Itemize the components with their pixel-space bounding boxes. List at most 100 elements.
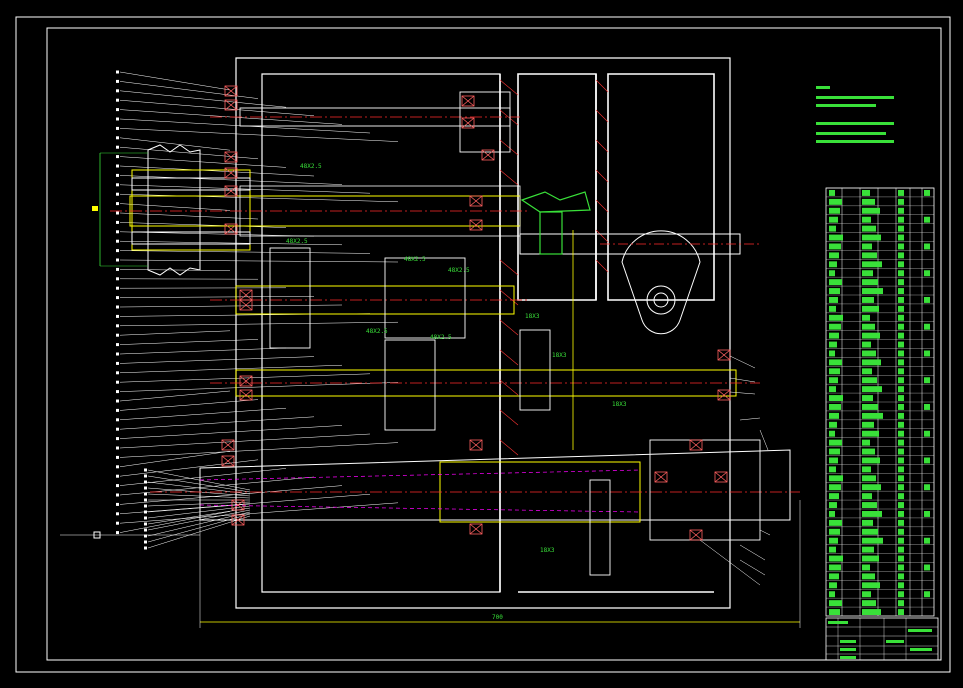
parts-cell-fill [898, 207, 904, 214]
leader-line [119, 240, 343, 246]
balloon-tick [116, 173, 119, 177]
leader-line [147, 513, 251, 543]
dim-label-9: 18X3 [612, 401, 627, 408]
balloon-tick [144, 528, 147, 532]
balloon-tick [116, 455, 119, 459]
bearing-symbol [231, 514, 245, 526]
balloon-tick [116, 380, 119, 384]
leader-line [119, 175, 343, 185]
parts-cell-fill [862, 609, 881, 615]
parts-cell-fill [862, 216, 871, 223]
parts-cell-fill [829, 270, 835, 277]
balloon-tick [116, 343, 119, 347]
leader-line [119, 433, 371, 449]
parts-cell-fill [829, 386, 836, 393]
balloon-tick [144, 504, 147, 508]
parts-cell-fill [862, 591, 871, 598]
parts-cell-fill [924, 537, 930, 544]
bearing-symbol [224, 99, 238, 111]
parts-cell-fill [829, 314, 843, 321]
balloon-tick [116, 108, 119, 112]
parts-cell-fill [898, 368, 904, 375]
parts-cell-fill [898, 261, 904, 268]
parts-cell-fill [829, 190, 835, 196]
balloon-tick [116, 399, 119, 403]
balloon-tick [116, 79, 119, 83]
parts-cell-fill [862, 350, 876, 357]
parts-cell-fill [862, 457, 880, 464]
balloon-tick [116, 183, 119, 187]
leader-line [147, 503, 251, 513]
bearing-symbol [221, 455, 235, 467]
bearing-symbol [461, 95, 475, 107]
title-block-text-fill [840, 648, 856, 651]
dimension-labels: 48X2.5 48X2.5 48X2.5 48X2.5 48X2.5 48X2.… [286, 163, 627, 554]
parts-cell-fill [862, 225, 876, 232]
parts-cell-fill [829, 198, 842, 205]
shaft-two [210, 247, 530, 349]
parts-cell-fill [862, 582, 880, 589]
parts-cell-fill [924, 591, 930, 598]
parts-cell-fill [829, 475, 843, 482]
parts-cell-fill [829, 234, 843, 241]
leader-line [119, 259, 399, 263]
leader-line [119, 99, 315, 117]
worm-sector [519, 230, 760, 335]
balloon-tick [116, 531, 119, 535]
parts-cell-fill [898, 439, 904, 446]
parts-cell-fill [924, 190, 930, 196]
parts-cell-fill [862, 528, 878, 535]
balloon-tick [144, 534, 147, 538]
leader-line [119, 321, 399, 327]
parts-cell-fill [829, 216, 838, 223]
title-block-text-fill [910, 648, 932, 651]
parts-cell-fill [829, 261, 837, 268]
leader-line [119, 347, 287, 355]
balloon-tick [144, 522, 147, 526]
parts-cell-fill [898, 573, 904, 580]
bearing-symbol [689, 439, 703, 451]
bearing-symbol [224, 167, 238, 179]
parts-cell-fill [862, 546, 874, 553]
parts-cell-fill [862, 368, 872, 375]
parts-cell-fill [924, 430, 930, 437]
balloon-tick [144, 510, 147, 514]
parts-cell-fill [862, 519, 873, 526]
parts-list-table [825, 187, 935, 617]
leader-line [147, 475, 251, 493]
parts-cell-fill [898, 591, 904, 598]
dim-label-7: 18X3 [525, 313, 540, 320]
parts-cell-fill [829, 288, 840, 294]
title-block-text-fill [886, 640, 904, 643]
parts-cell-fill [924, 404, 930, 410]
parts-cell-fill [898, 582, 904, 589]
parts-cell-fill [829, 573, 839, 580]
parts-cell-fill [829, 252, 839, 259]
parts-cell-fill [898, 341, 904, 348]
bearing-symbol [221, 439, 235, 451]
bearing-symbol [231, 499, 245, 511]
parts-cell-fill [829, 297, 838, 303]
parts-cell-fill [862, 600, 876, 607]
parts-cell-fill [829, 279, 842, 286]
parts-cell-fill [924, 350, 930, 357]
parts-cell-fill [829, 341, 837, 348]
parts-cell-fill [862, 234, 881, 241]
parts-cell-fill [829, 546, 836, 553]
leader-line [119, 485, 343, 505]
parts-cell-fill [898, 216, 904, 223]
parts-cell-fill [898, 528, 904, 535]
parts-cell-fill [898, 546, 904, 553]
parts-cell-fill [862, 252, 877, 259]
dim-label-2: 48X2.5 [404, 256, 426, 263]
leader-line [147, 515, 251, 549]
parts-cell-fill [862, 404, 878, 410]
parts-cell-fill [862, 323, 875, 330]
bearing-symbol [461, 117, 475, 129]
parts-cell-fill [829, 537, 838, 544]
leader-line [119, 364, 343, 374]
parts-cell-fill [898, 404, 904, 410]
parts-cell-fill [829, 564, 841, 571]
leader-line [147, 507, 251, 525]
note-line [816, 96, 894, 99]
